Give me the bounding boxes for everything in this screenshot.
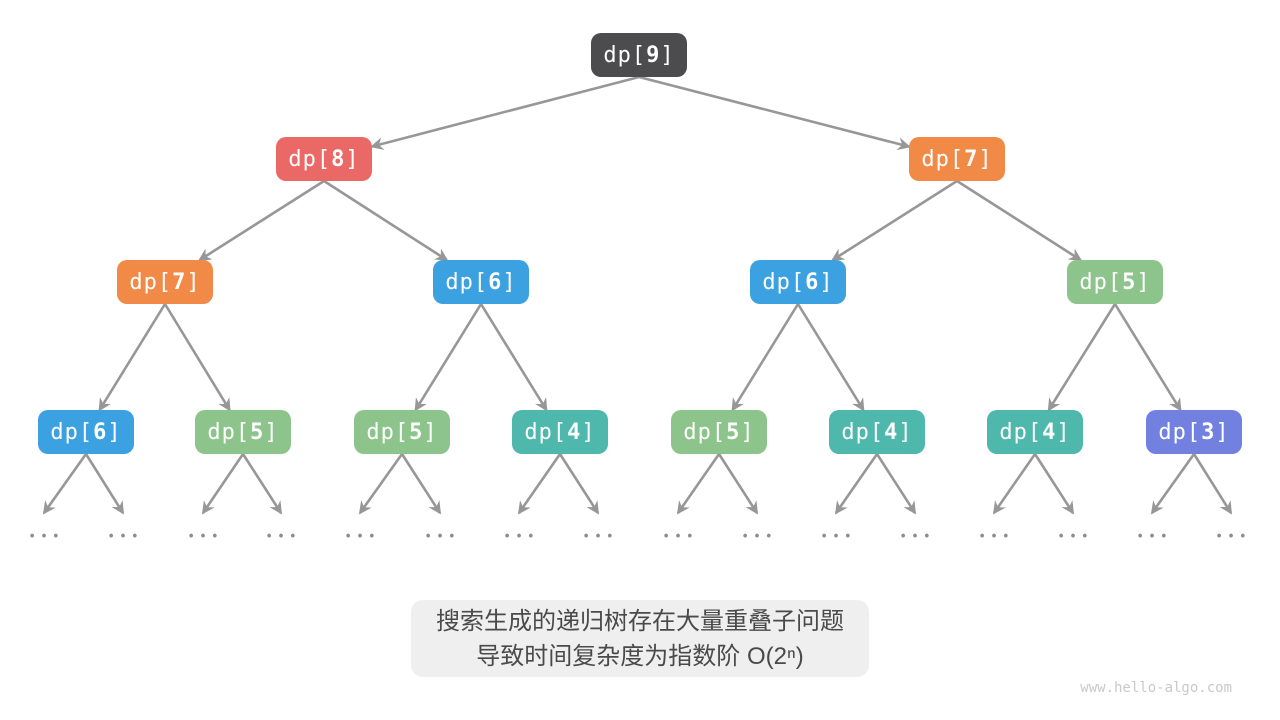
tree-node-n9: dp[9]	[591, 33, 687, 77]
caption-line-2: 导致时间复杂度为指数阶 O(2ⁿ)	[476, 642, 804, 670]
tree-node-n7l: dp[7]	[117, 260, 213, 304]
tree-node-n5b: dp[5]	[195, 410, 291, 454]
tree-node-n5a: dp[5]	[1067, 260, 1163, 304]
tree-edge	[638, 75, 911, 151]
tree-edge	[517, 453, 562, 515]
watermark: www.hello-algo.com	[1080, 680, 1232, 696]
ellipsis-node: •••	[1057, 529, 1093, 545]
tree-edge	[558, 453, 600, 515]
ellipsis-node: •••	[107, 529, 143, 545]
caption-line-1: 搜索生成的递归树存在大量重叠子问题	[436, 607, 844, 635]
ellipsis-node: •••	[344, 529, 380, 545]
tree-edge	[1047, 303, 1117, 412]
tree-edge	[956, 179, 1083, 262]
tree-node-n6c: dp[6]	[38, 410, 134, 454]
tree-node-n5c: dp[5]	[354, 410, 450, 454]
tree-node-n6b: dp[6]	[750, 260, 846, 304]
ellipsis-node: •••	[820, 529, 856, 545]
caption-box: 搜索生成的递归树存在大量重叠子问题 导致时间复杂度为指数阶 O(2ⁿ)	[411, 600, 869, 677]
ellipsis-node: •••	[741, 529, 777, 545]
ellipsis-node: •••	[187, 529, 223, 545]
tree-edge	[676, 453, 721, 515]
ellipsis-node: •••	[662, 529, 698, 545]
tree-node-n6a: dp[6]	[433, 260, 529, 304]
tree-edge	[831, 179, 958, 262]
tree-edge	[400, 453, 442, 515]
tree-edge	[875, 453, 917, 515]
tree-node-n4a: dp[4]	[512, 410, 608, 454]
tree-node-n4b: dp[4]	[829, 410, 925, 454]
tree-edge	[796, 303, 865, 412]
tree-node-n5d: dp[5]	[671, 410, 767, 454]
ellipsis-node: •••	[1136, 529, 1172, 545]
ellipsis-node: •••	[265, 529, 301, 545]
tree-edge	[1192, 453, 1233, 515]
tree-edge	[1150, 453, 1196, 515]
tree-edge	[717, 453, 759, 515]
tree-node-n8: dp[8]	[276, 137, 372, 181]
tree-edge	[358, 453, 404, 515]
tree-edge	[163, 303, 231, 412]
tree-edge	[370, 75, 640, 150]
ellipsis-node: •••	[899, 529, 935, 545]
tree-node-n4c: dp[4]	[987, 410, 1083, 454]
tree-node-n3a: dp[3]	[1146, 410, 1242, 454]
tree-edge	[1033, 453, 1075, 515]
tree-edge	[84, 453, 125, 515]
tree-node-n7r: dp[7]	[909, 137, 1005, 181]
tree-edge	[1113, 303, 1182, 412]
tree-edge	[98, 303, 167, 412]
ellipsis-node: •••	[582, 529, 618, 545]
ellipsis-node: •••	[424, 529, 460, 545]
tree-edge	[198, 179, 325, 262]
tree-edge	[241, 453, 283, 515]
tree-edge	[201, 453, 245, 515]
ellipsis-node: •••	[28, 529, 64, 545]
tree-edge	[479, 303, 548, 412]
ellipsis-node: •••	[978, 529, 1014, 545]
tree-edge	[992, 453, 1037, 515]
tree-edge	[414, 303, 483, 412]
ellipsis-node: •••	[1215, 529, 1251, 545]
tree-edge	[834, 453, 879, 515]
tree-edge	[323, 179, 449, 262]
ellipsis-node: •••	[503, 529, 539, 545]
tree-edge	[42, 453, 88, 515]
tree-edge	[731, 303, 800, 412]
